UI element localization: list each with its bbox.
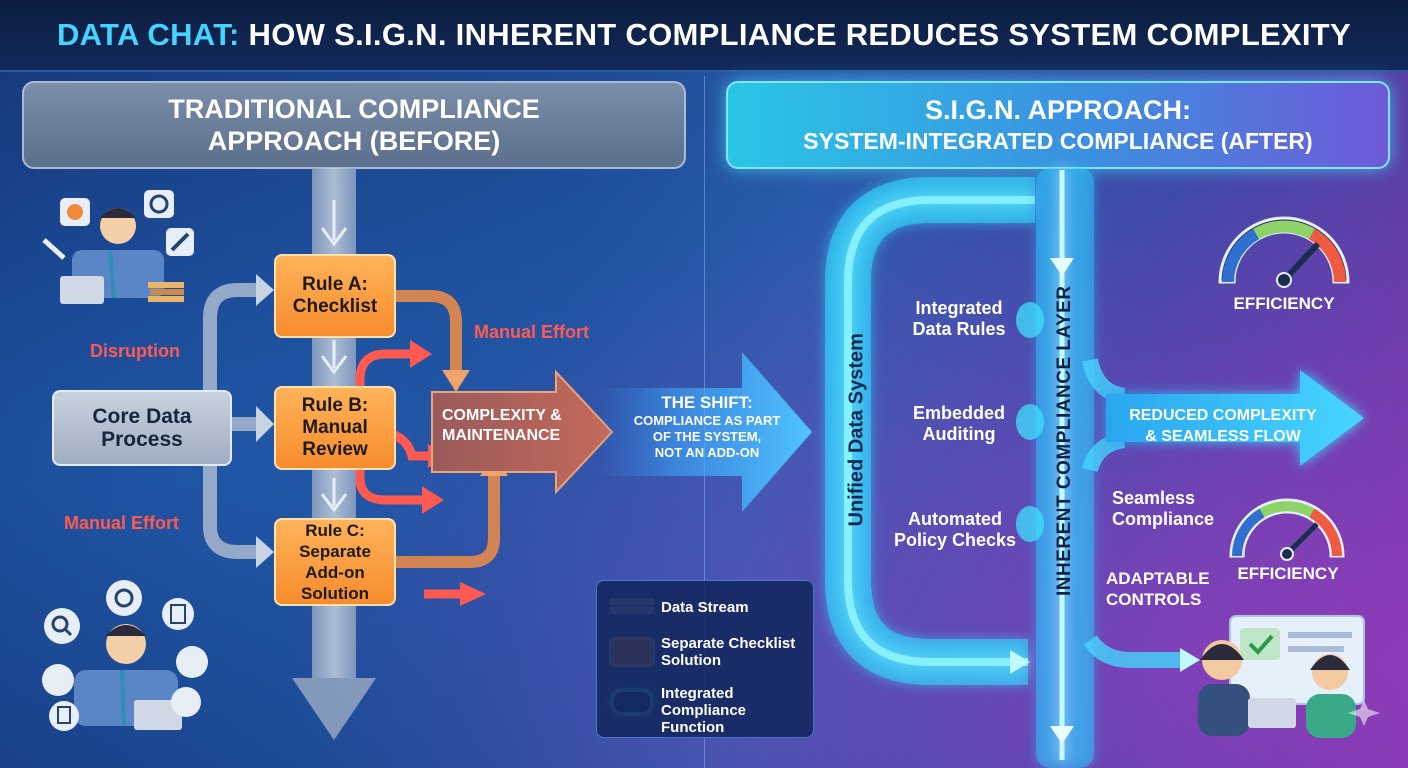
rule-b-line1: Rule B: (301, 395, 369, 416)
legend: Data Stream Separate Checklist Solution … (596, 580, 814, 738)
title-prefix: DATA CHAT: (56, 17, 240, 52)
efficiency-label-2: EFFICIENCY (1237, 564, 1339, 583)
complexity-label: COMPLEXITY & MAINTENANCE (442, 406, 562, 446)
legend-integrated-line1: Integrated (661, 685, 734, 702)
embedded-auditing-label: Embedded Auditing (892, 403, 1026, 445)
gear-icon (114, 588, 134, 608)
shift-line3: NOT AN ADD-ON (654, 445, 760, 460)
red-flows (355, 349, 462, 599)
disruption-label: Disruption (90, 341, 180, 361)
seamless-compliance-label: Seamless Compliance (1112, 488, 1232, 530)
legend-integrated-line2: Compliance Function (661, 702, 747, 736)
rule-a-box: Rule A: Checklist (274, 254, 396, 338)
shift-arrow (598, 352, 812, 512)
after-header-line2: SYSTEM-INTEGRATED COMPLIANCE (AFTER) (803, 127, 1313, 154)
before-header-line2: APPROACH (BEFORE) (207, 126, 501, 156)
rule-a-line1: Rule A: (302, 274, 368, 295)
integrated-rules-line1: Integrated (915, 298, 1003, 318)
reduced-line2: & SEAMLESS FLOW (1145, 428, 1301, 445)
manual-effort-top-label: Manual Effort (474, 322, 589, 342)
stressed-person-icon (60, 208, 184, 304)
core-line2: Process (101, 428, 183, 451)
team-meeting-icon (1198, 615, 1365, 738)
efficiency-label-1: EFFICIENCY (1233, 294, 1335, 313)
legend-item-integrated: Integrated Compliance Function (661, 685, 813, 736)
wrench-icon (166, 228, 194, 256)
seamless-line1: Seamless (1112, 488, 1196, 508)
error-bubble-icon (60, 198, 90, 226)
unified-data-pipe (825, 177, 1035, 685)
legend-separate-line1: Separate Checklist (661, 635, 796, 652)
legend-label-stream: Data Stream (661, 599, 749, 616)
rule-a-line2: Checklist (292, 296, 378, 317)
magnifier-icon (51, 615, 73, 637)
page-title: DATA CHAT: HOW S.I.G.N. INHERENT COMPLIA… (57, 17, 1351, 53)
legend-label-integrated: Integrated Compliance Function (661, 685, 813, 736)
rule-b-box: Rule B: Manual Review (274, 386, 396, 470)
title-main: HOW S.I.G.N. INHERENT COMPLIANCE REDUCES… (248, 17, 1352, 52)
title-bar: DATA CHAT: HOW S.I.G.N. INHERENT COMPLIA… (0, 0, 1408, 72)
gear-icon (144, 190, 174, 218)
core-line1: Core Data (92, 405, 192, 428)
core-data-process-box: Core Data Process (52, 390, 232, 466)
before-header-line1: TRADITIONAL COMPLIANCE (168, 94, 540, 124)
automated-policy-checks-label: Automated Policy Checks (884, 509, 1026, 551)
stressed-person-icon (74, 624, 182, 730)
embedded-line2: Auditing (922, 424, 996, 444)
legend-item-separate: Separate Checklist Solution (661, 635, 795, 669)
document-icon (57, 706, 71, 724)
rule-b-line3: Review (302, 439, 368, 460)
rule-c-line1: Rule C: (305, 521, 365, 540)
layer-arrowhead-top (1050, 258, 1074, 276)
legend-item-stream: Data Stream (661, 599, 749, 616)
branch-arrowheads (256, 274, 274, 568)
manual-effort-left-label: Manual Effort (64, 513, 179, 533)
reduced-complexity-arrow (1106, 370, 1364, 466)
adaptable-controls-label: ADAPTABLE CONTROLS (1106, 568, 1226, 610)
rule-c-box: Rule C: Separate Add-on Solution (274, 518, 396, 606)
shift-line1: COMPLIANCE AS PART (633, 413, 781, 428)
adaptable-line2: CONTROLS (1106, 590, 1202, 609)
seamless-line2: Compliance (1112, 509, 1215, 529)
compliance-layer-label: INHERENT COMPLIANCE LAYER (1054, 285, 1075, 596)
sparkle-icon (1348, 700, 1380, 731)
legend-separate-line2: Solution (661, 652, 721, 669)
orange-flows (392, 290, 500, 568)
rule-c-line2: Separate (299, 542, 371, 561)
rule-b-line2: Manual (302, 417, 368, 438)
embedded-line1: Embedded (912, 403, 1005, 423)
integrated-rules-line2: Data Rules (912, 319, 1006, 339)
integrated-data-rules-label: Integrated Data Rules (892, 298, 1026, 340)
layer-arrowhead-bottom (1050, 726, 1074, 744)
adaptable-line1: ADAPTABLE (1106, 569, 1210, 588)
wrench-icon (42, 238, 66, 260)
reduced-complexity-label: REDUCED COMPLEXITY & SEAMLESS FLOW (1118, 405, 1328, 447)
pipe-arrowhead (1010, 650, 1030, 674)
unified-data-system-label: Unified Data System (845, 333, 868, 527)
legend-label-separate: Separate Checklist Solution (661, 635, 795, 669)
complexity-line1: COMPLEXITY & (442, 407, 562, 424)
after-header: S.I.G.N. APPROACH: SYSTEM-INTEGRATED COM… (726, 81, 1390, 169)
rule-c-line3: Add-on Solution (301, 563, 369, 603)
complexity-arrow (431, 369, 614, 495)
after-header-line1: S.I.G.N. APPROACH: (924, 94, 1192, 125)
reduced-line1: REDUCED COMPLEXITY (1129, 407, 1317, 424)
layer-bumps (1016, 302, 1044, 542)
complexity-line2: MAINTENANCE (442, 427, 561, 444)
shift-line2: OF THE SYSTEM, (652, 429, 762, 444)
automated-line2: Policy Checks (893, 530, 1017, 550)
shift-text: THE SHIFT: COMPLIANCE AS PART OF THE SYS… (620, 393, 794, 461)
team-arrowhead (1180, 648, 1200, 672)
gauge-icon (1218, 216, 1350, 288)
clipboard-icon (170, 604, 186, 624)
automated-line1: Automated (908, 509, 1002, 529)
shift-title: THE SHIFT: (661, 393, 753, 412)
before-header: TRADITIONAL COMPLIANCE APPROACH (BEFORE) (22, 81, 686, 169)
gauge-icon (1229, 498, 1345, 561)
